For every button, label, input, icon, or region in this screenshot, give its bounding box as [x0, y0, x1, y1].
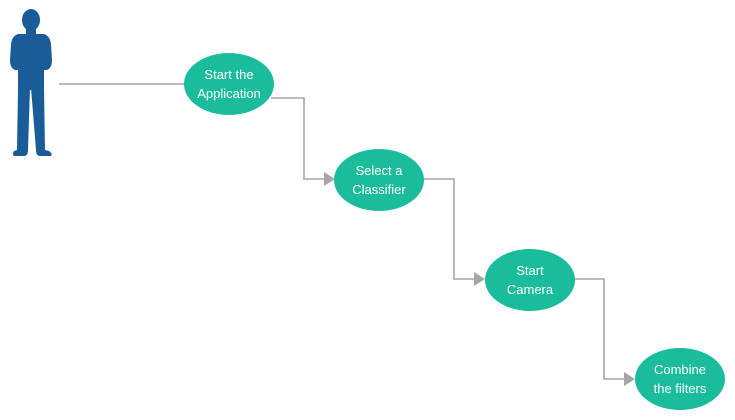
- node-label-line-1: Select a: [356, 163, 404, 178]
- use-case-select-classifier[interactable]: Select a Classifier: [334, 149, 424, 211]
- node-label-line-1: Combine: [654, 362, 706, 377]
- connectors: [59, 83, 635, 386]
- person-silhouette-icon: [10, 9, 52, 156]
- edge-start-camera-to-combine-filters: [574, 278, 624, 380]
- node-label-line-2: Classifier: [352, 182, 406, 197]
- arrowhead: [474, 272, 485, 286]
- node-label-line-2: the filters: [654, 381, 707, 396]
- arrowhead: [324, 172, 335, 186]
- actor: [10, 9, 52, 156]
- use-case-combine-filters[interactable]: Combine the filters: [635, 348, 725, 410]
- node-label-line-2: Camera: [507, 282, 554, 297]
- node-ellipse: [635, 348, 725, 410]
- node-label-line-2: Application: [197, 86, 261, 101]
- node-ellipse: [485, 249, 575, 311]
- use-case-start-app[interactable]: Start the Application: [184, 53, 274, 115]
- node-label-line-1: Start: [516, 263, 544, 278]
- node-ellipse: [184, 53, 274, 115]
- arrowhead: [624, 372, 635, 386]
- edge-start-app-to-select-classifier: [271, 97, 324, 180]
- node-label-line-1: Start the: [204, 67, 253, 82]
- use-case-start-camera[interactable]: Start Camera: [485, 249, 575, 311]
- edge-select-classifier-to-start-camera: [424, 178, 474, 280]
- node-ellipse: [334, 149, 424, 211]
